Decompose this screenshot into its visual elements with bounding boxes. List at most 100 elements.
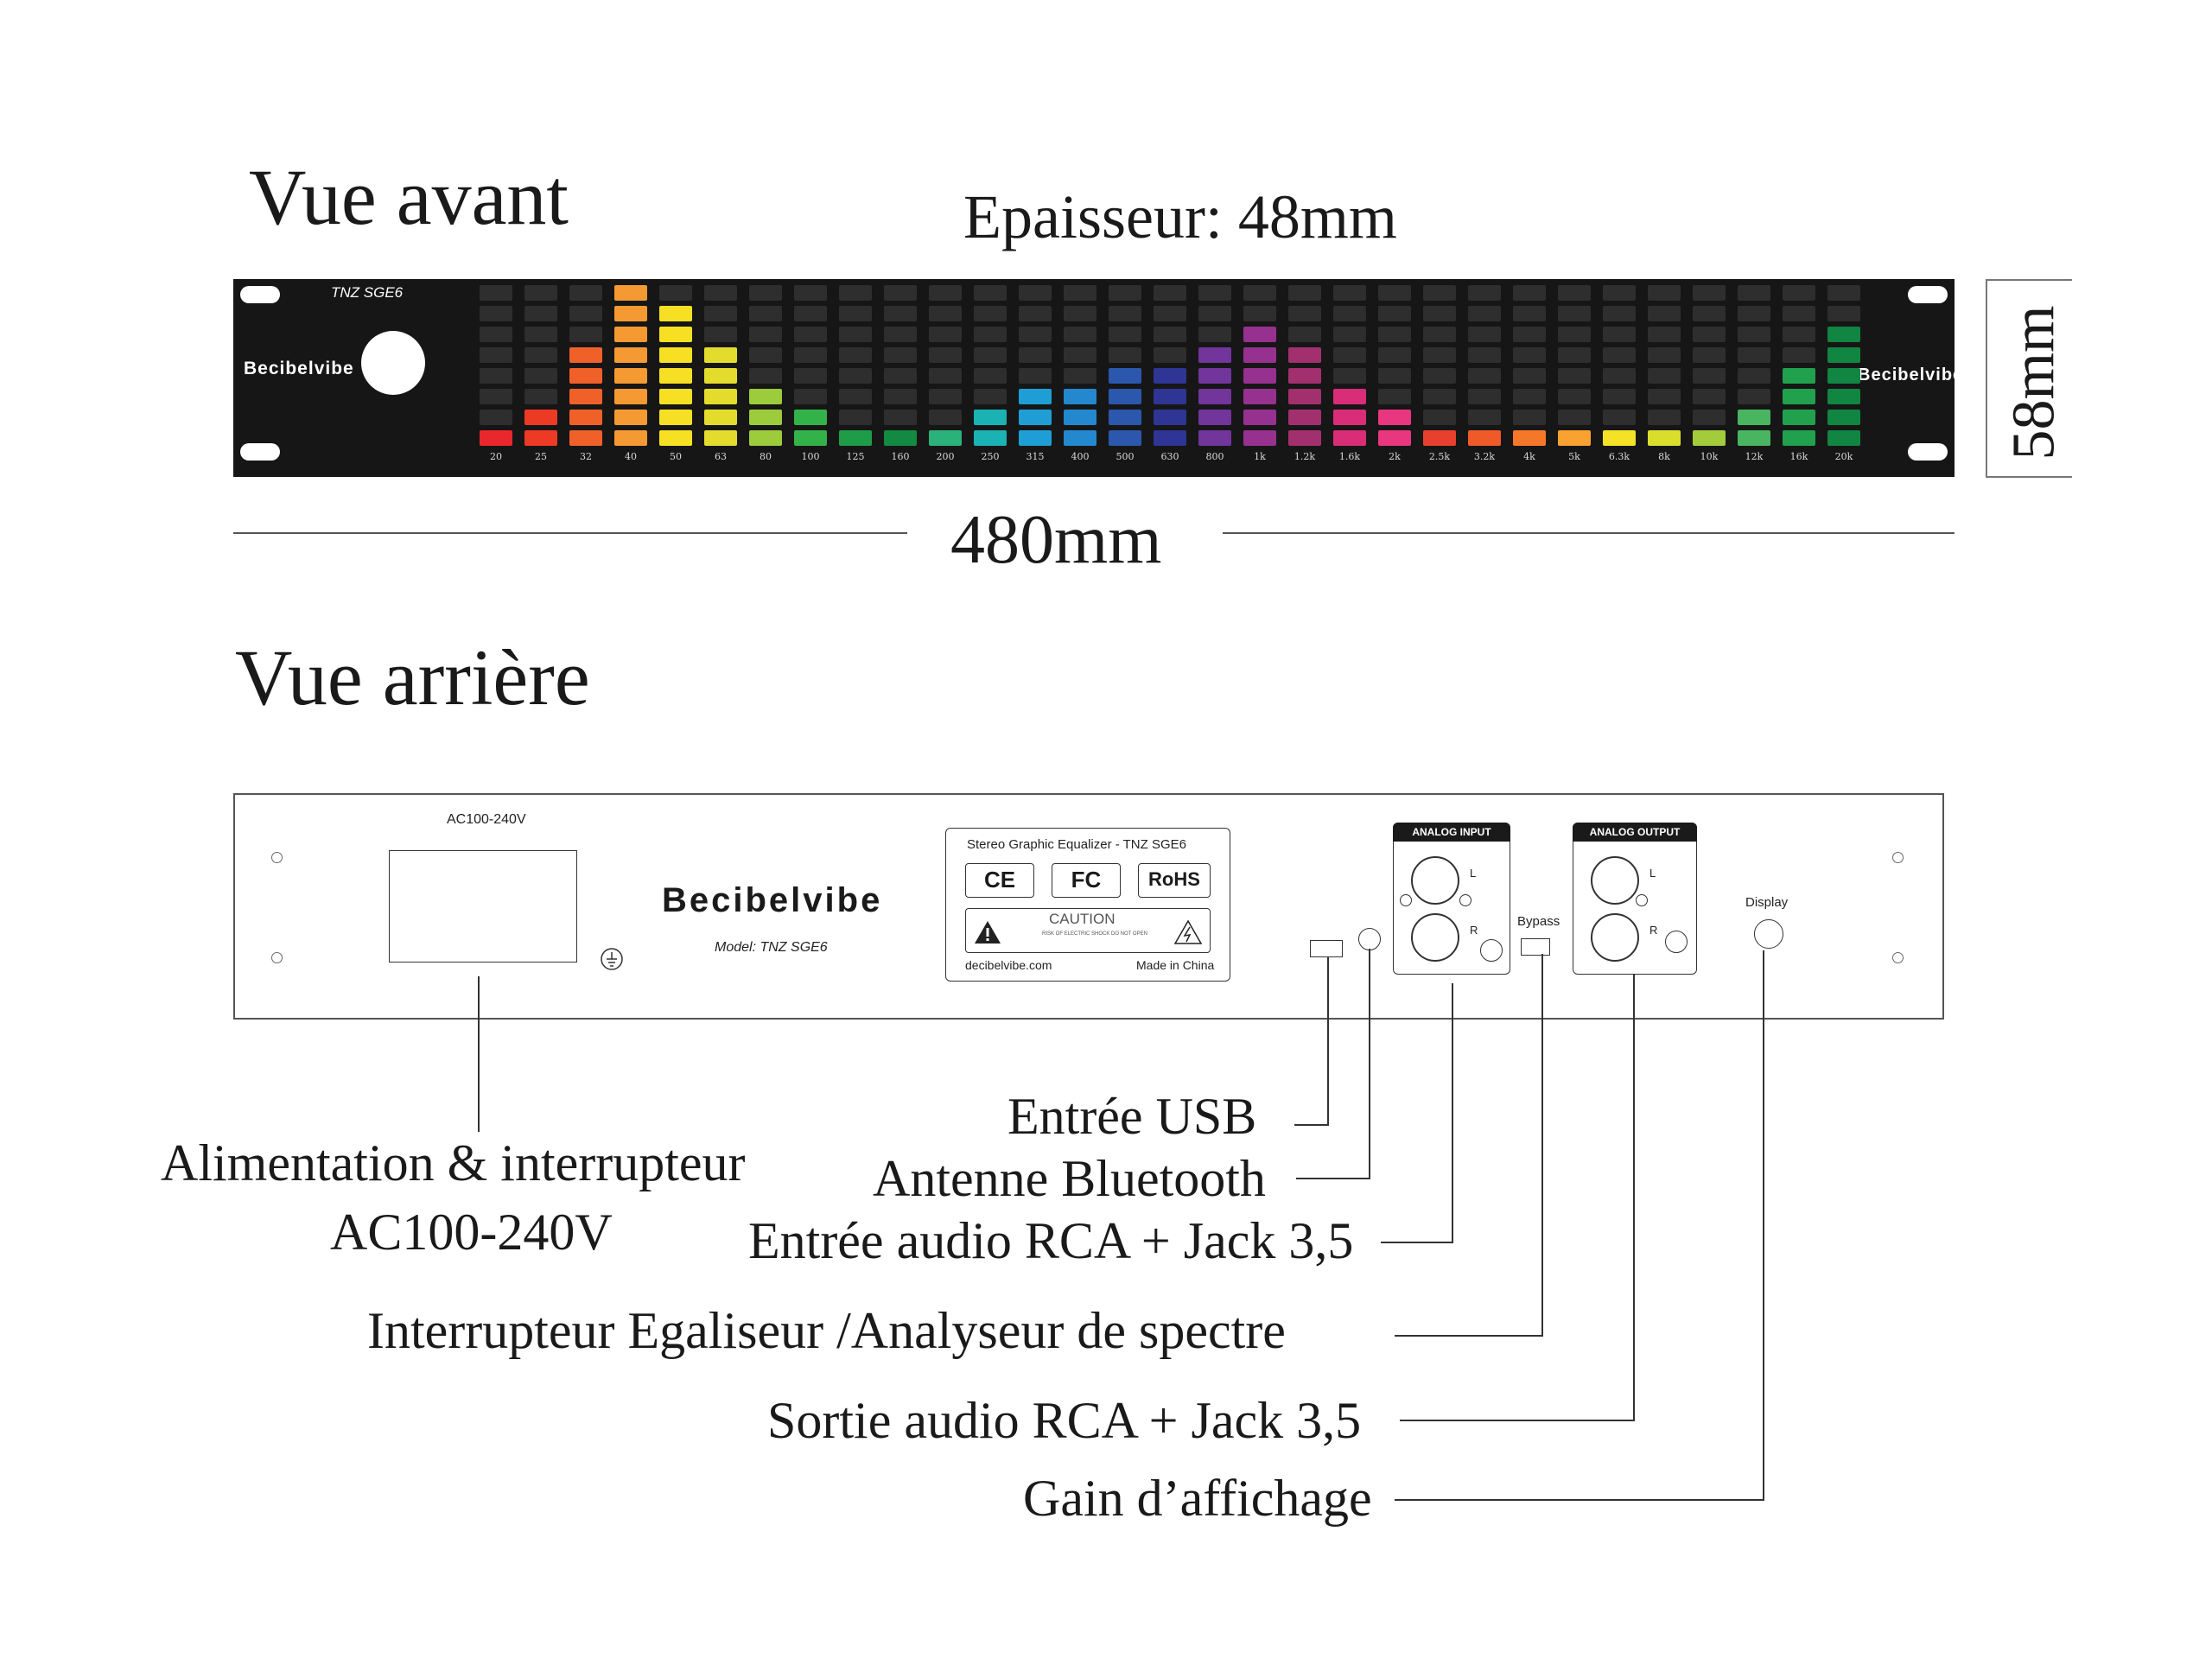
output-jack-left[interactable] [1591,856,1639,905]
led-segment [794,347,827,363]
band-label: 40 [625,451,637,462]
led-segment [974,327,1007,342]
band-column-5k: 5k [1558,279,1591,477]
led-segment [1513,368,1546,384]
led-segment [1558,389,1591,404]
input-3-5mm-jack[interactable] [1480,939,1503,962]
led-segment [1603,306,1636,321]
led-segment [569,285,602,301]
led-segment [749,368,782,384]
output-jack-right[interactable] [1591,913,1639,962]
band-column-500: 500 [1109,279,1141,477]
bluetooth-antenna-jack[interactable] [1358,928,1381,950]
band-label: 25 [535,451,547,462]
led-segment [524,347,557,363]
led-segment [569,389,602,404]
led-segment [1109,430,1141,446]
led-segment [1378,389,1411,404]
band-label: 4k [1523,451,1535,462]
led-segment [480,285,512,301]
front-model-label: TNZ SGE6 [331,284,404,301]
led-segment [1513,430,1546,446]
fc-mark: FC [1052,863,1121,898]
made-in-label: Made in China [1136,958,1215,972]
led-segment [884,410,917,425]
width-dim-line-left [233,532,907,534]
screw-icon [271,852,283,863]
ce-mark: CE [965,863,1034,898]
led-segment [1738,306,1770,321]
led-segment [659,368,692,384]
callout-audio-output: Sortie audio RCA + Jack 3,5 [767,1392,1362,1449]
led-segment [1558,327,1591,342]
led-segment [794,368,827,384]
led-segment [1288,389,1321,404]
band-column-20k: 20k [1827,279,1860,477]
band-label: 16k [1789,451,1808,462]
led-segment [884,306,917,321]
input-jack-right[interactable] [1411,913,1459,962]
led-segment [1154,368,1186,384]
bypass-switch[interactable] [1521,938,1550,956]
led-segment [659,285,692,301]
band-label: 20k [1834,451,1853,462]
led-segment [1783,285,1815,301]
led-segment [1019,430,1052,446]
led-segment [1783,410,1815,425]
led-segment [1019,347,1052,363]
rack-slot-top-left [240,286,280,303]
output-led [1636,894,1648,906]
usb-port[interactable] [1310,940,1343,957]
led-segment [1513,306,1546,321]
band-column-3.2k: 3.2k [1468,279,1501,477]
analog-output-header: ANALOG OUTPUT [1573,823,1697,842]
input-jack-left[interactable] [1411,856,1459,905]
gain-knob[interactable] [361,331,425,395]
led-segment [1423,368,1456,384]
led-segment [1109,285,1141,301]
led-segment [794,410,827,425]
led-segment [1154,306,1186,321]
led-segment [839,327,872,342]
input-r-label: R [1470,924,1478,937]
led-segment [524,285,557,301]
led-segment [929,285,962,301]
led-segment [524,410,557,425]
led-segment [614,285,647,301]
led-segment [1154,285,1186,301]
band-label: 3.2k [1473,451,1496,462]
led-segment [1243,368,1276,384]
band-label: 630 [1160,451,1179,462]
led-segment [1378,410,1411,425]
led-segment [1423,389,1456,404]
power-inlet[interactable] [389,850,577,963]
band-column-10k: 10k [1693,279,1726,477]
display-gain-knob[interactable] [1754,919,1783,949]
led-segment [1513,347,1546,363]
led-segment [1333,389,1366,404]
rack-slot-top-right [1908,286,1948,303]
output-l-label: L [1649,867,1656,880]
led-segment [480,430,512,446]
output-3-5mm-jack[interactable] [1665,931,1688,953]
band-label: 500 [1116,451,1135,462]
led-segment [1288,285,1321,301]
led-segment [1693,410,1726,425]
band-label: 1k [1254,451,1266,462]
led-segment [794,306,827,321]
led-segment [1378,306,1411,321]
led-segment [1513,410,1546,425]
led-segment [659,347,692,363]
front-brand-logo-right: Becibelvibe [1858,365,1964,384]
band-label: 1.6k [1338,451,1361,462]
band-label: 5k [1568,451,1580,462]
led-segment [1109,368,1141,384]
led-segment [704,410,737,425]
led-segment [929,327,962,342]
led-segment [614,389,647,404]
led-segment [1648,306,1681,321]
led-segment [1468,389,1501,404]
led-segment [480,368,512,384]
led-segment [974,306,1007,321]
leader-line-display [1763,950,1764,1500]
